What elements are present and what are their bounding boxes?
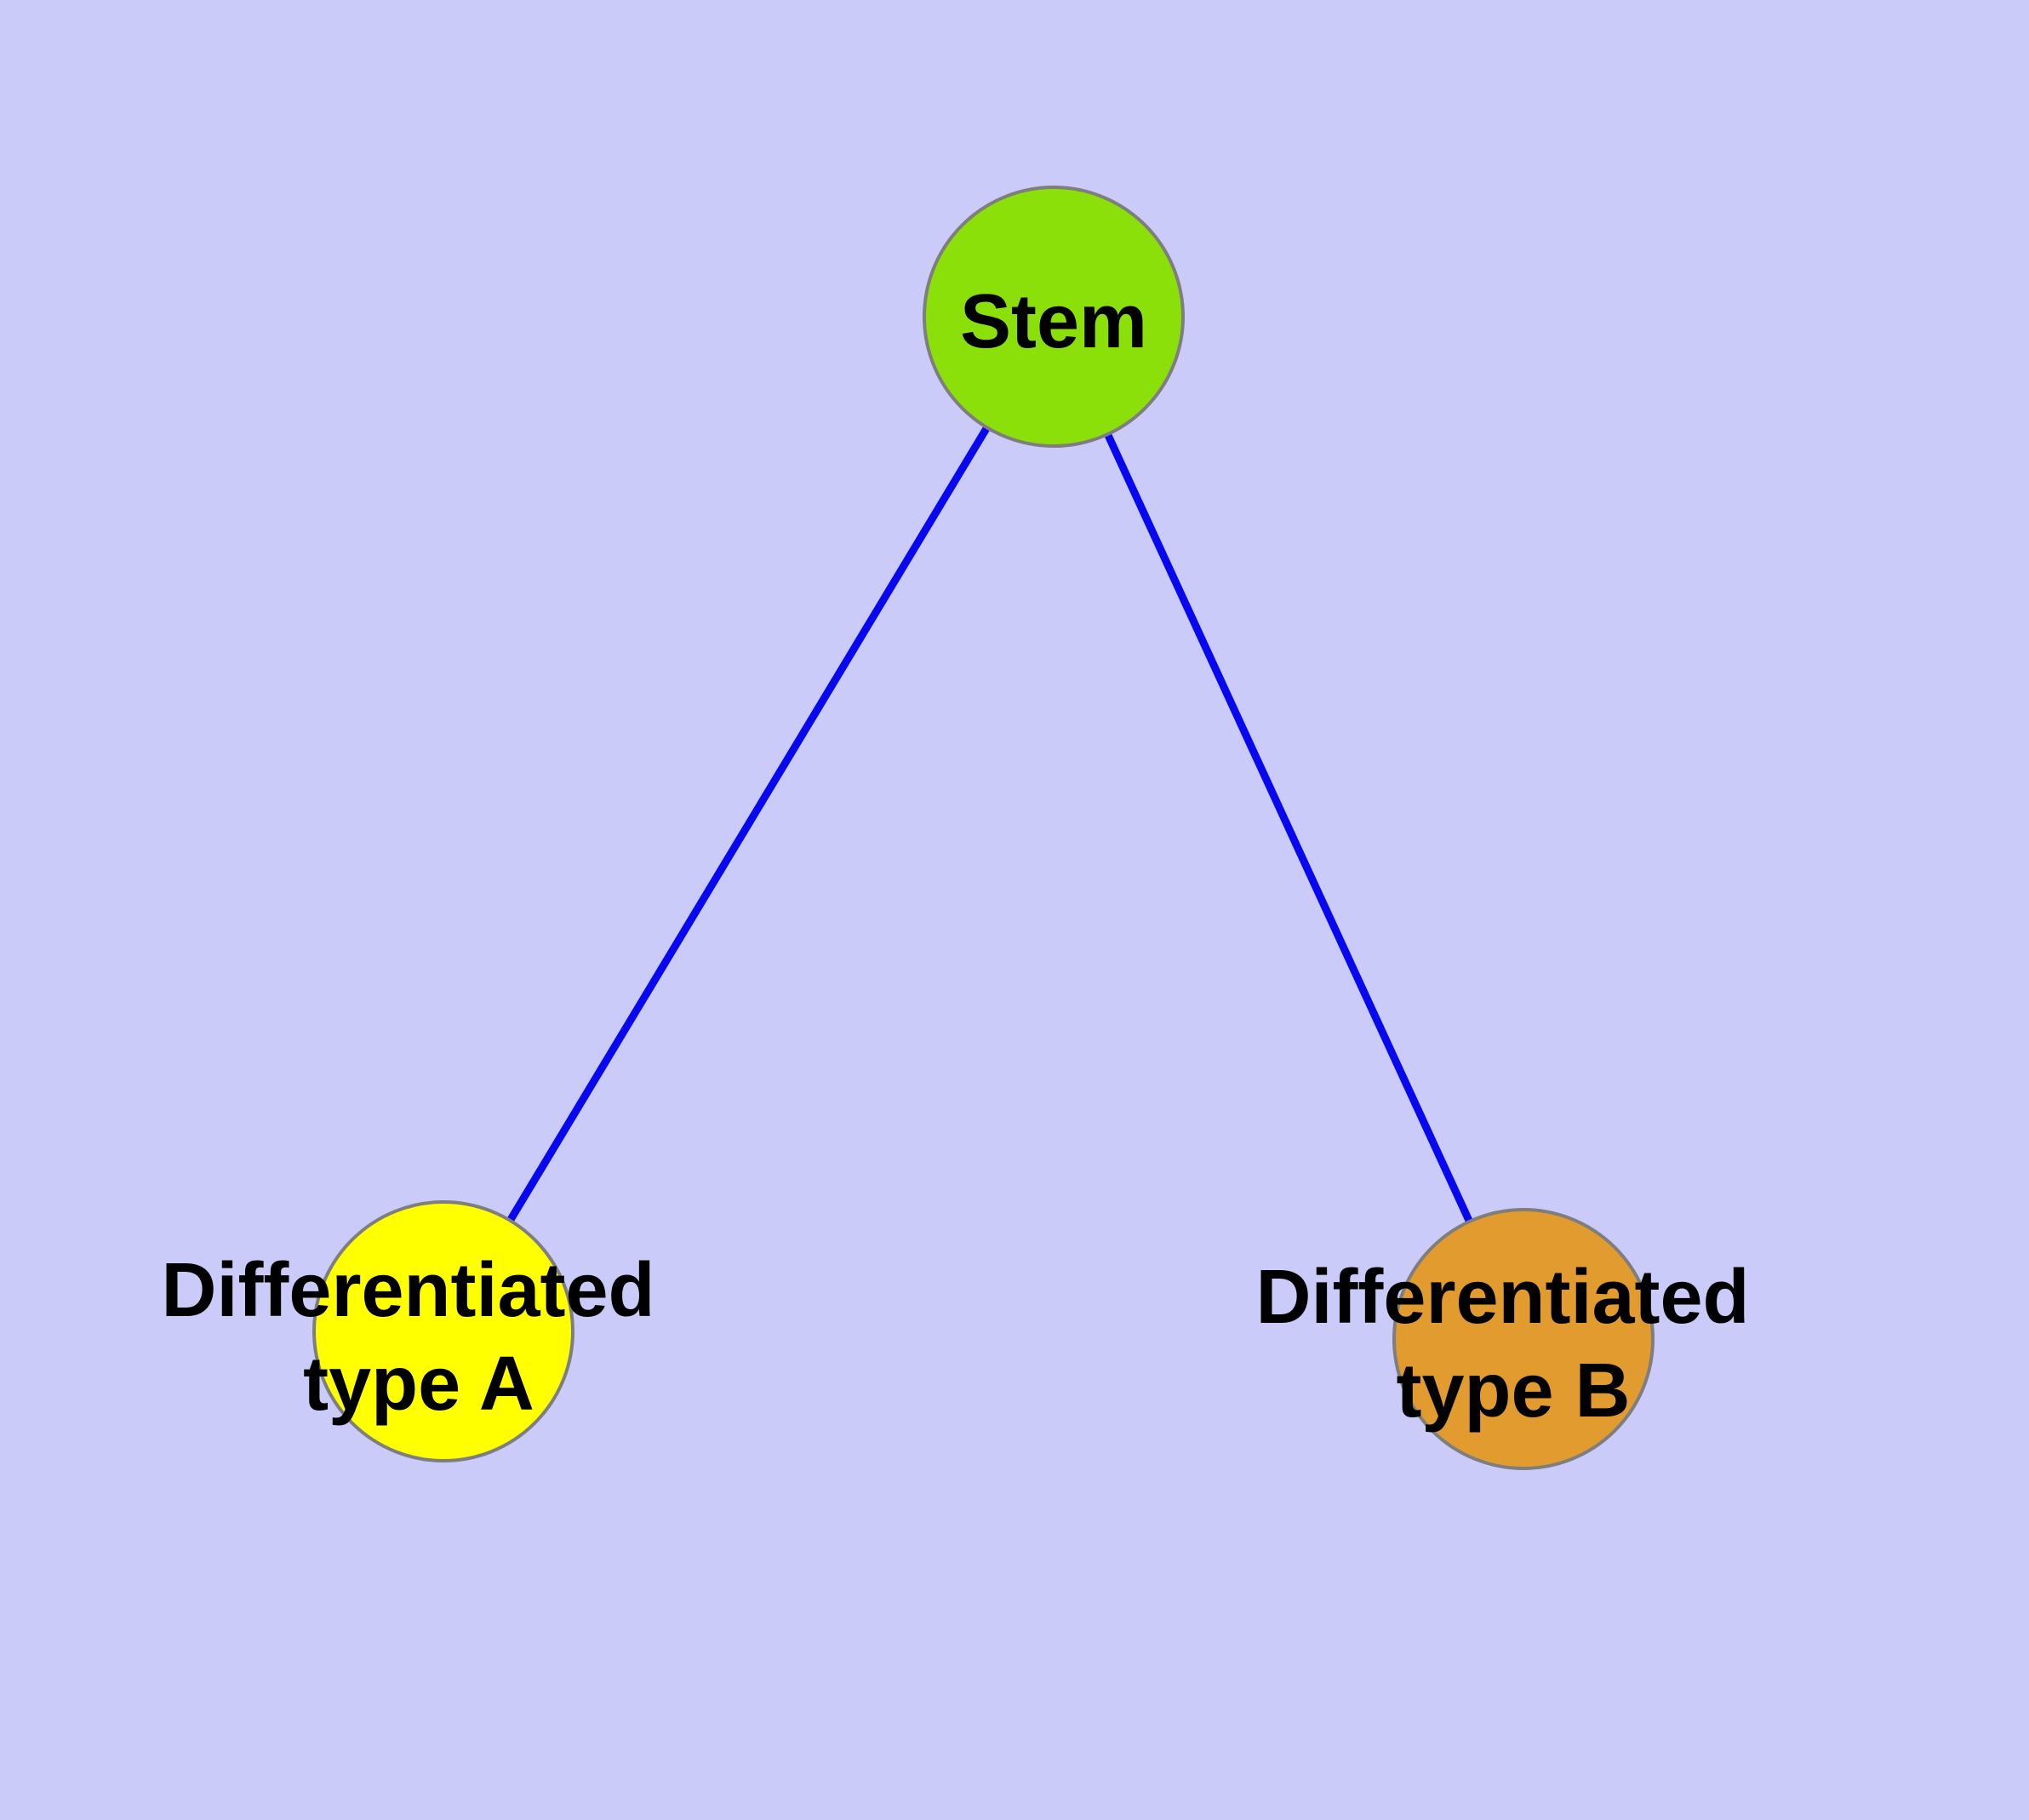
node-type-a-label-line1: Differentiated: [161, 1248, 654, 1333]
edge-stem-to-type-b: [1049, 315, 1528, 1341]
node-stem-group: Stem: [923, 186, 1185, 448]
node-type-b-group: Differentiated type B: [1255, 1208, 1770, 1470]
node-type-a-label-line2: type A: [303, 1342, 534, 1427]
node-differentiated-type-b[interactable]: [1392, 1208, 1655, 1470]
node-type-a-label: Differentiated type A: [161, 1248, 676, 1427]
edge-stem-to-type-a: [440, 314, 1057, 1334]
node-stem-label: Stem: [960, 279, 1147, 364]
node-type-b-label: Differentiated type B: [1255, 1255, 1770, 1434]
node-differentiated-type-a[interactable]: [312, 1200, 574, 1462]
node-type-b-label-line2: type B: [1396, 1348, 1630, 1434]
node-type-b-label-line1: Differentiated: [1255, 1255, 1749, 1340]
node-stem[interactable]: [923, 186, 1185, 448]
node-type-a-group: Differentiated type A: [161, 1200, 676, 1462]
